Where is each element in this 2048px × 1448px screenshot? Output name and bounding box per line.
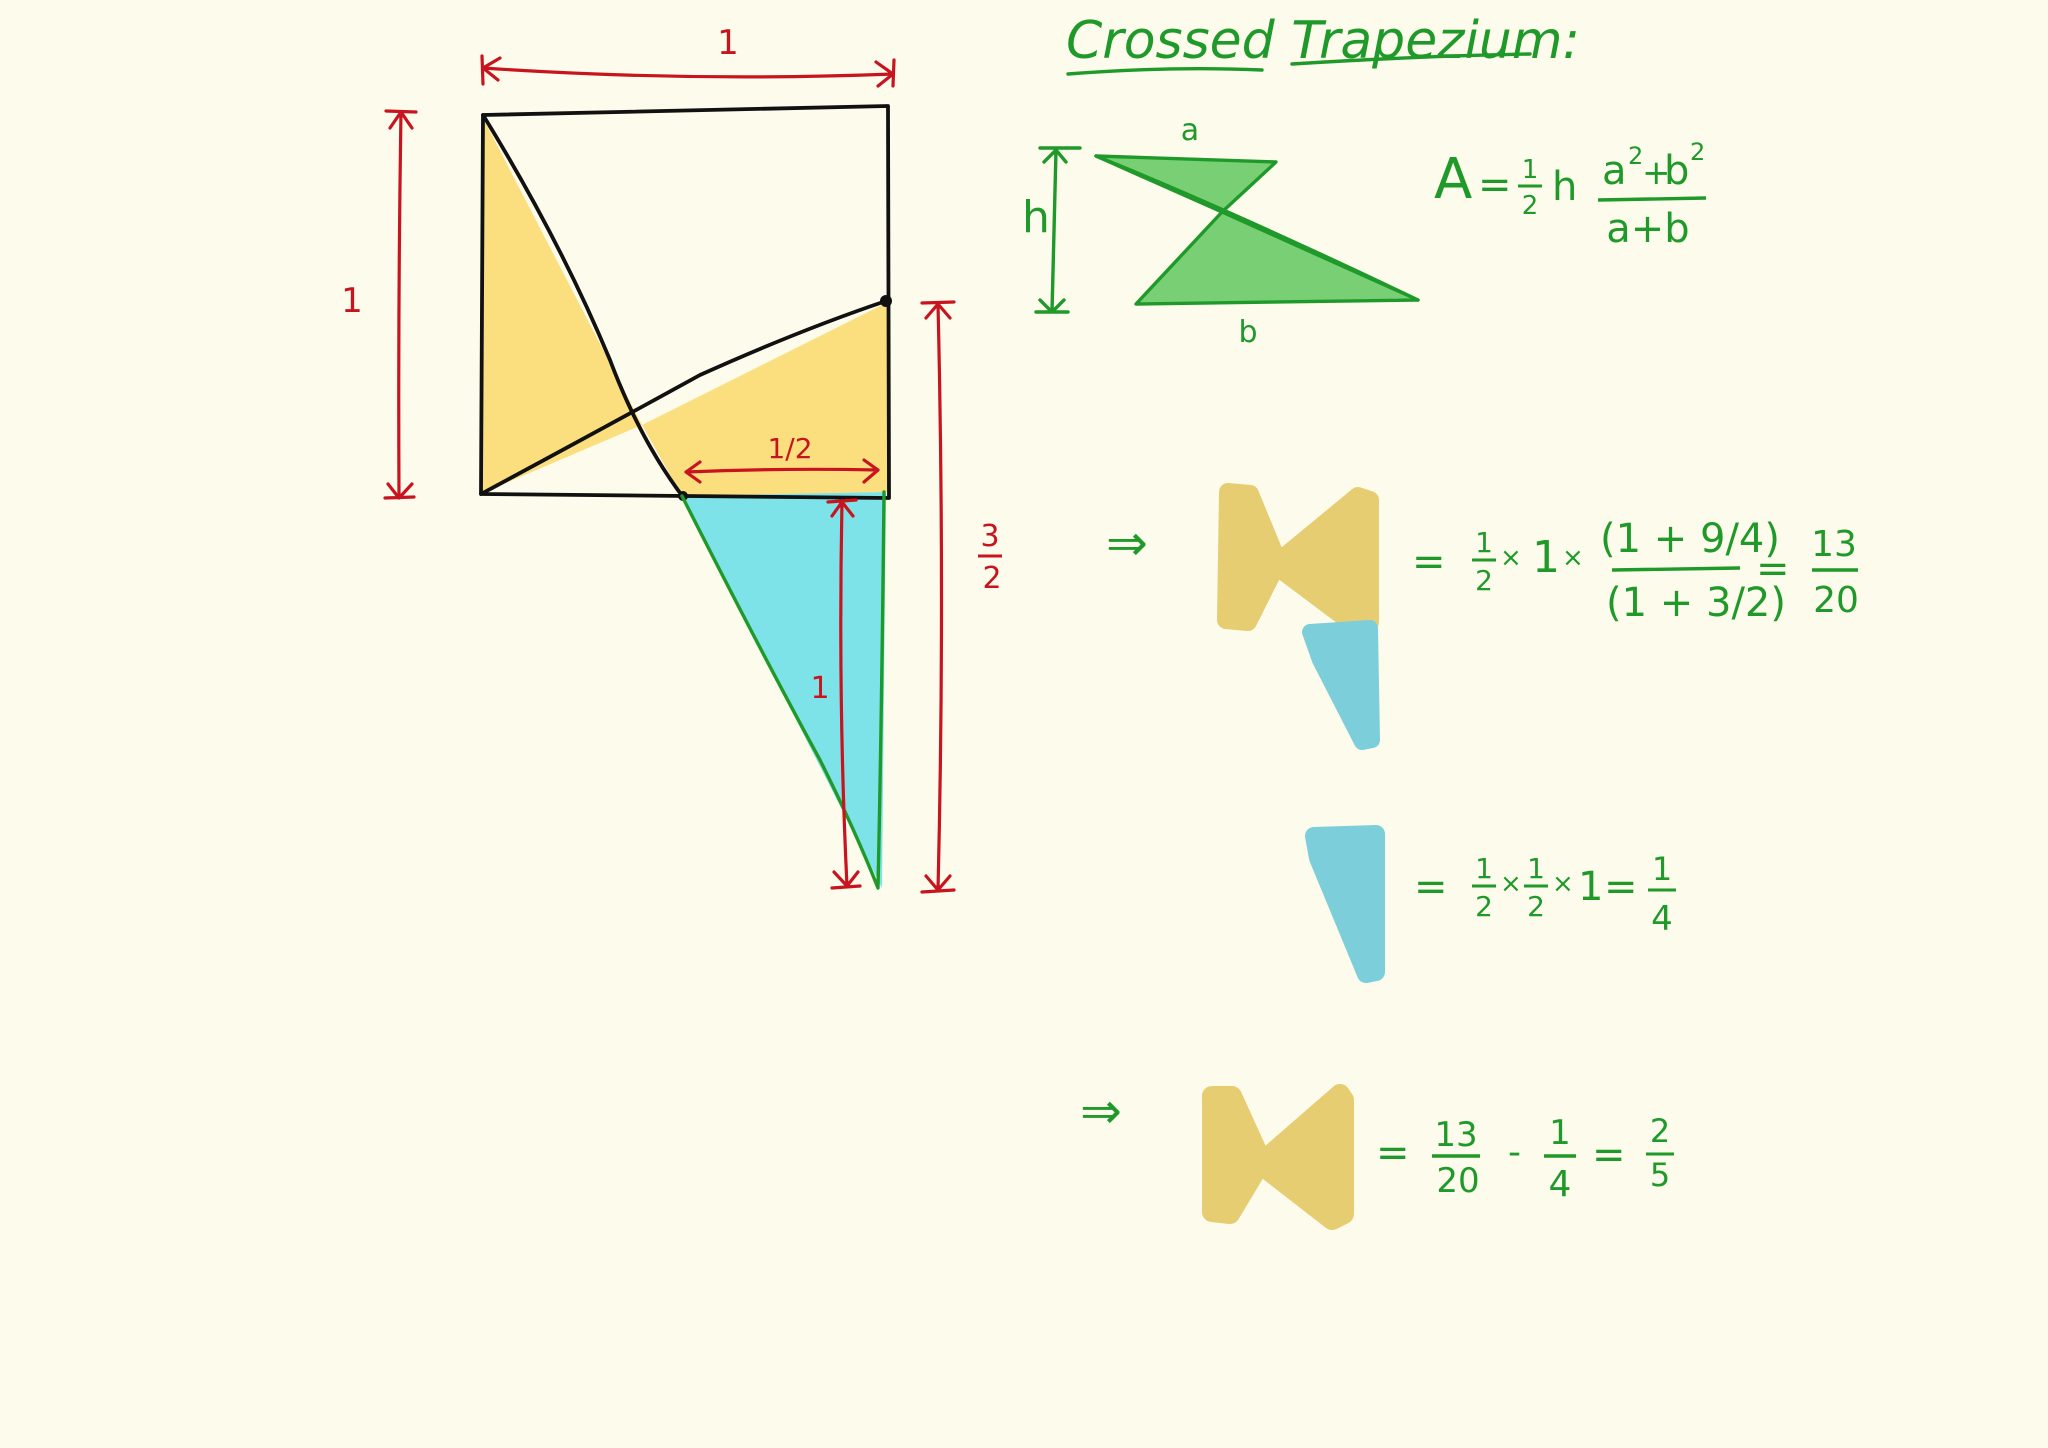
step-3-result-den: 5 [1650, 1156, 1670, 1194]
step-2-a-num: 1 [1475, 852, 1493, 885]
step-3-result-num: 2 [1650, 1112, 1670, 1150]
step-3-equals: = [1376, 1130, 1410, 1176]
step-3-a-den: 20 [1436, 1161, 1479, 1201]
blue-height-dimension [826, 498, 862, 890]
step-1-times-2: × [1562, 543, 1584, 573]
step-1-fraction-bar [1611, 566, 1741, 572]
left-height-dimension [383, 109, 418, 500]
trapezium-top-triangle [1094, 154, 1278, 214]
formula-half-num: 1 [1522, 155, 1539, 185]
formula-numerator-b-exp: 2 [1690, 138, 1705, 166]
step-2-one: 1 [1578, 864, 1603, 910]
step-2-blue-shape [1305, 825, 1385, 983]
blue-height-label: 1 [810, 671, 829, 706]
step-3: ⇒ = 13 20 - 1 4 = 2 5 [1080, 1082, 1674, 1230]
right-height-numerator: 3 [980, 519, 999, 554]
step-1-arrow: ⇒ [1106, 514, 1148, 572]
trapezium-b-label: b [1238, 315, 1257, 350]
step-2-b-num: 1 [1527, 852, 1545, 885]
diagonal-line-1 [481, 113, 685, 499]
step-3-b-num: 1 [1549, 1113, 1571, 1153]
step-2-result-num: 1 [1652, 850, 1672, 888]
title-group: Crossed Trapezium: [1066, 11, 1580, 76]
formula-h: h [1552, 164, 1577, 210]
step-2-a-den: 2 [1475, 890, 1493, 923]
step-1-result-num: 13 [1811, 524, 1857, 565]
area-formula: A = 1 2 h a 2 + b 2 a+b [1434, 138, 1707, 252]
diagonal-line-2 [479, 299, 888, 496]
point-marker-right [880, 295, 892, 307]
yellow-left-triangle [480, 116, 642, 494]
trapezium-h-label: h [1022, 192, 1050, 243]
step-2-equals-2: = [1604, 864, 1638, 910]
half-width-dimension [684, 458, 880, 484]
step-1: ⇒ = 1 2 × 1 × (1 + 9/4) (1 + 3/2) = 13 2… [1106, 483, 1859, 750]
trapezium-a-label: a [1181, 113, 1199, 148]
step-1-equals-2: = [1756, 546, 1790, 592]
step-1-times-1: × [1500, 543, 1522, 573]
step-1-bowtie-shape [1217, 483, 1379, 635]
left-height-label: 1 [341, 281, 363, 321]
trapezium-bottom-triangle [1134, 210, 1420, 306]
step-1-half-num: 1 [1475, 526, 1493, 559]
step-1-equals: = [1412, 539, 1446, 585]
step-3-a-num: 13 [1434, 1115, 1477, 1155]
step-3-arrow: ⇒ [1080, 1082, 1122, 1140]
formula-numerator-a-exp: 2 [1628, 142, 1643, 170]
step-3-equals-2: = [1592, 1132, 1626, 1178]
step-2-result-den: 4 [1651, 899, 1673, 939]
trapezium-height-dimension [1034, 146, 1082, 314]
yellow-right-triangle [642, 302, 888, 496]
right-height-dimension [920, 300, 956, 894]
trapezium-cross-line [1094, 154, 1420, 302]
step-2: = 1 2 × 1 2 × 1 = 1 4 [1305, 825, 1676, 983]
step-1-blue-shape [1302, 620, 1380, 750]
half-width-label: 1/2 [767, 432, 812, 465]
step-1-half-den: 2 [1475, 564, 1493, 597]
formula-denominator: a+b [1606, 206, 1689, 252]
crossed-trapezium-diagram: a b h [1022, 113, 1420, 350]
step-3-bowtie-shape [1202, 1084, 1354, 1230]
formula-A: A [1434, 147, 1472, 212]
unit-square [479, 104, 891, 500]
step-2-equals: = [1414, 864, 1448, 910]
step-3-b-den: 4 [1549, 1164, 1572, 1205]
formula-half-den: 2 [1522, 191, 1539, 221]
formula-numerator-b: b [1664, 148, 1689, 194]
step-1-denominator: (1 + 3/2) [1606, 580, 1786, 626]
blue-triangle-outline [680, 490, 886, 890]
right-height-denominator: 2 [982, 561, 1001, 596]
formula-fraction-bar [1597, 196, 1707, 202]
formula-numerator-plus: + [1642, 153, 1671, 193]
step-1-result-den: 20 [1813, 580, 1859, 621]
top-width-label: 1 [717, 23, 739, 63]
top-width-dimension [480, 54, 896, 88]
formula-equals: = [1478, 162, 1512, 208]
step-1-one: 1 [1532, 532, 1560, 583]
geometry-figure: 1 1 1/2 3 2 1 [341, 23, 1002, 894]
step-2-times-2: × [1552, 869, 1574, 899]
step-2-times-1: × [1500, 869, 1522, 899]
title-underline [1066, 52, 1532, 76]
step-3-minus: - [1508, 1132, 1521, 1173]
step-1-numerator: (1 + 9/4) [1600, 516, 1780, 562]
step-2-b-den: 2 [1527, 890, 1545, 923]
formula-numerator-a: a [1602, 148, 1627, 194]
